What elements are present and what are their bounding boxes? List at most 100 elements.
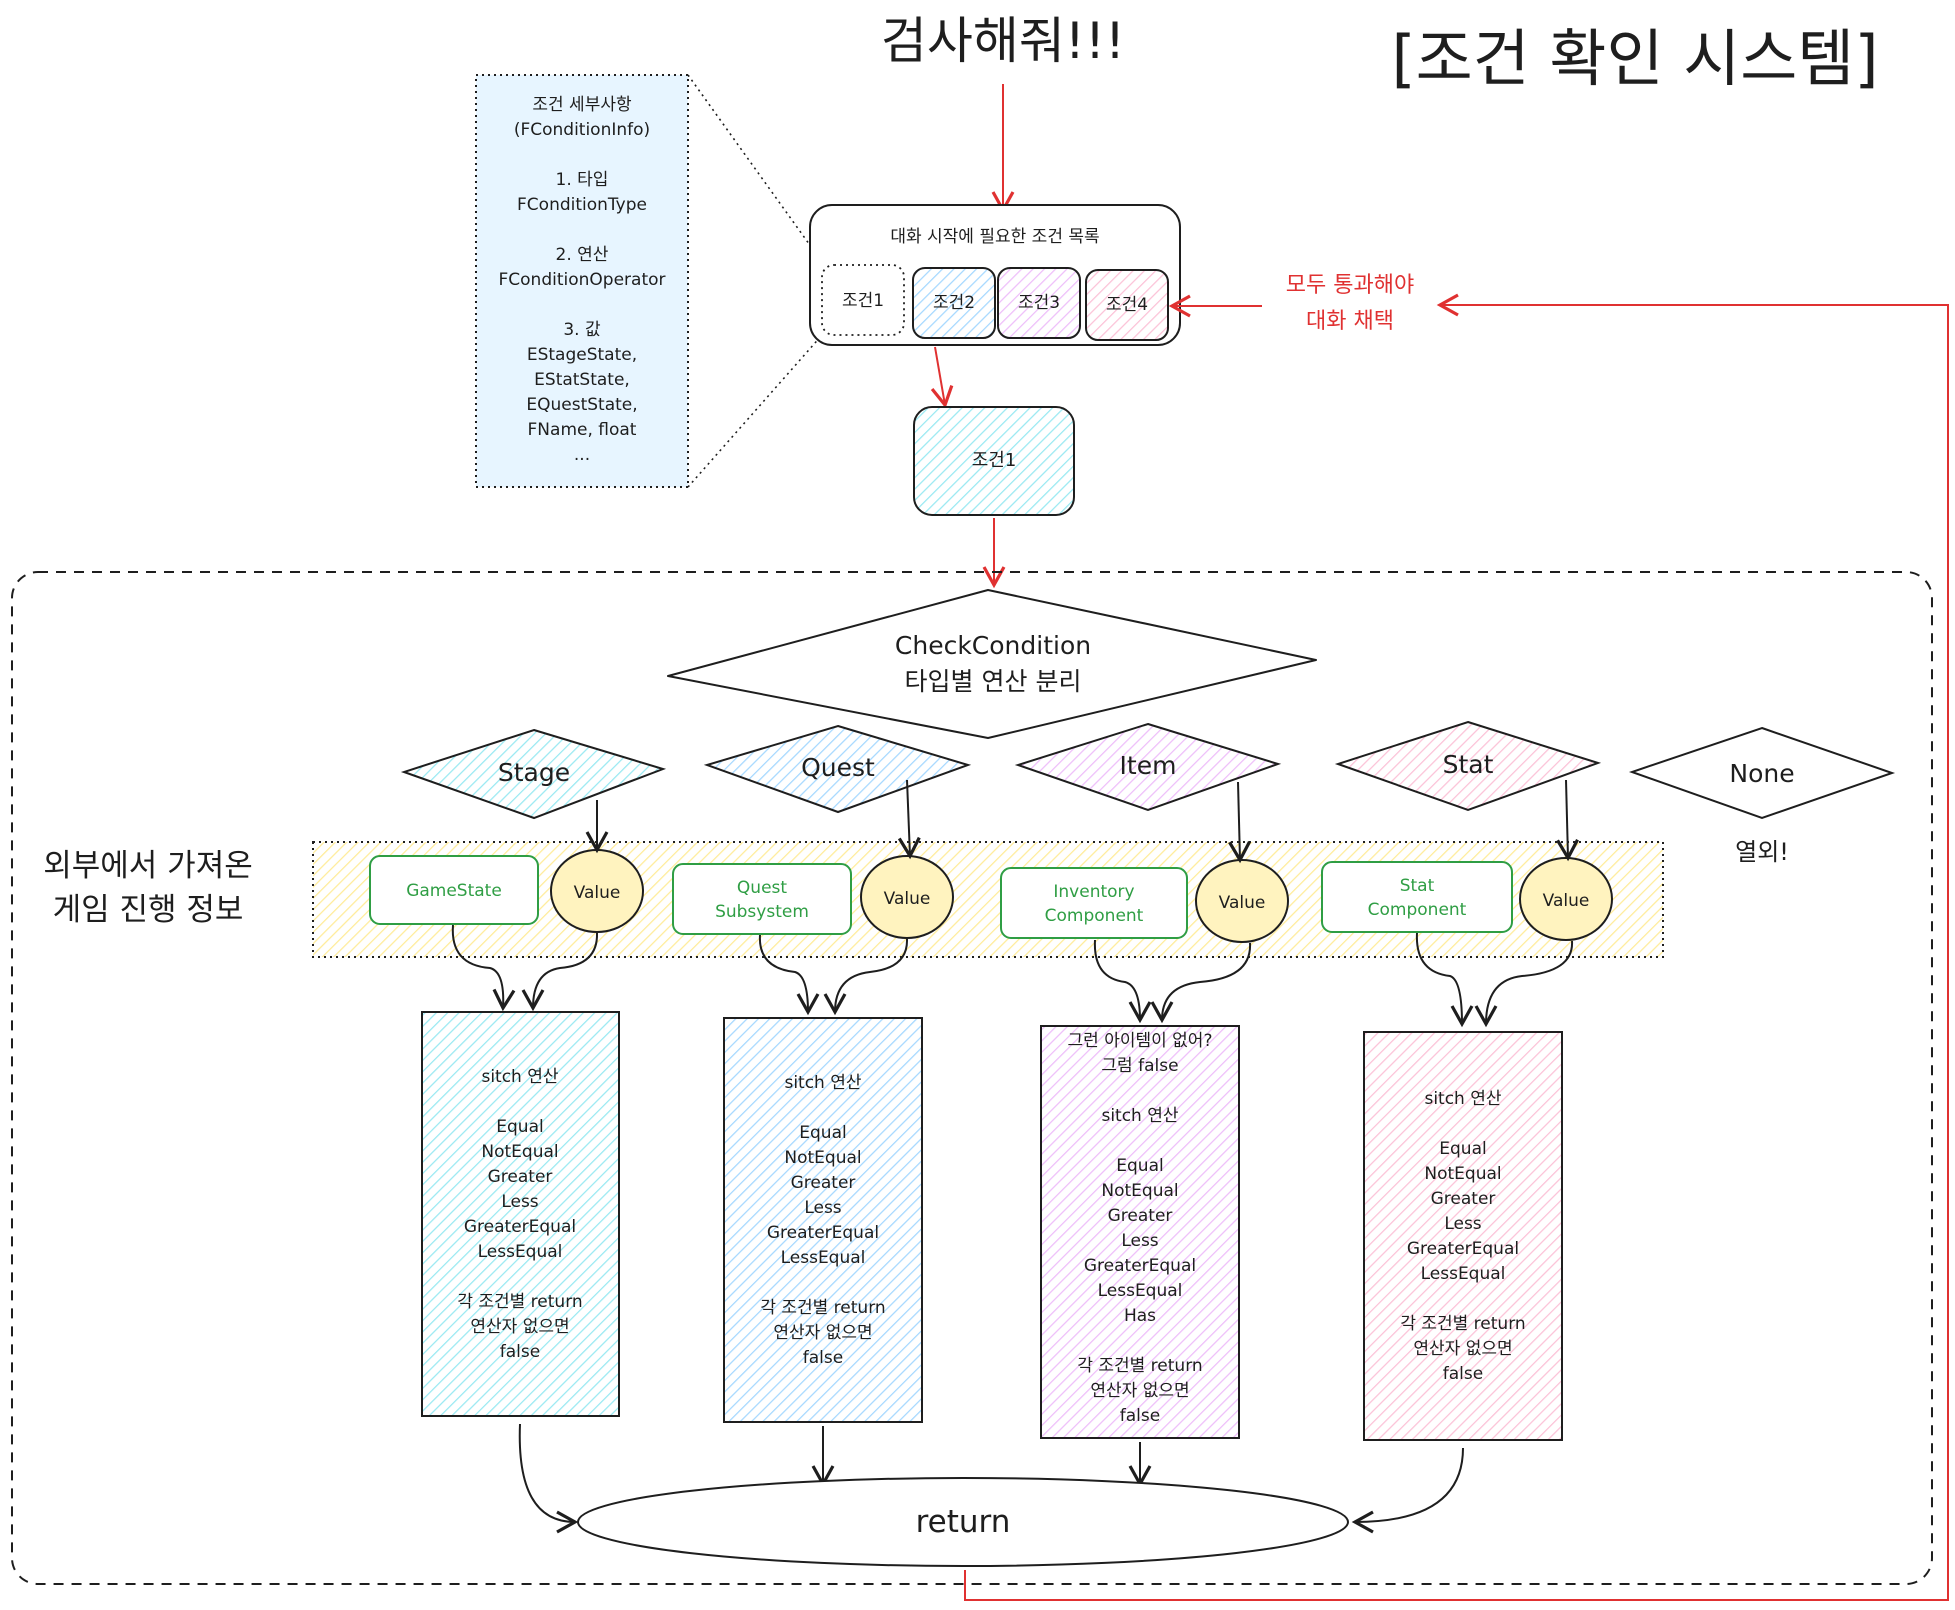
condition-info-line: 1. 타입 <box>556 170 609 190</box>
selected-condition-label: 조건1 <box>972 450 1017 471</box>
ops-line: GreaterEqual <box>464 1217 576 1237</box>
ops-line <box>517 1267 522 1287</box>
condition-info-line: FConditionType <box>517 195 647 215</box>
ops-line: 그런 아이템이 없어? <box>1068 1031 1213 1051</box>
ops-line: Greater <box>488 1167 553 1187</box>
source-inventory-component <box>1000 867 1188 939</box>
condition-info-line: FConditionOperator <box>499 270 666 290</box>
condition-info-line <box>579 220 584 240</box>
ops-line: false <box>1120 1406 1160 1426</box>
source-stat-component-label: Stat <box>1400 876 1435 896</box>
type-stage-label: Stage <box>498 758 570 787</box>
ops-line: false <box>803 1348 843 1368</box>
ops-line: 그럼 false <box>1101 1056 1178 1076</box>
ops-line: Equal <box>799 1123 846 1143</box>
check-condition-node[interactable] <box>667 589 1317 739</box>
condition-info-line: EStatState, <box>534 370 630 390</box>
ops-line: Greater <box>791 1173 856 1193</box>
arrow-item-value <box>1228 781 1251 864</box>
condition-item-3[interactable] <box>997 267 1081 339</box>
source-stat-component <box>1321 861 1513 933</box>
check-condition-subtitle: 타입별 연산 분리 <box>905 667 1082 696</box>
ops-line: Less <box>804 1198 841 1218</box>
condition-info-line <box>579 145 584 165</box>
condition-info-line: 3. 값 <box>563 320 601 340</box>
condition-info-line: EQuestState, <box>526 395 637 415</box>
ops-line: LessEqual <box>478 1242 563 1262</box>
ops-line: 각 조건별 return <box>760 1298 885 1318</box>
ops-line <box>1460 1114 1465 1134</box>
arrow-quest-value <box>897 779 921 860</box>
pass-note-line2: 대화 채택 <box>1306 309 1394 334</box>
diagram-title: [조건 확인 시스템] <box>1391 22 1878 95</box>
return-node[interactable] <box>577 1477 1349 1567</box>
check-condition-title: CheckCondition <box>895 631 1091 660</box>
selected-condition[interactable] <box>913 406 1075 516</box>
type-item[interactable] <box>1014 722 1282 812</box>
ops-line: LessEqual <box>1421 1264 1506 1284</box>
ops-line <box>820 1098 825 1118</box>
condition-list-title: 대화 시작에 필요한 조건 목록 <box>890 227 1099 247</box>
ops-line: GreaterEqual <box>1407 1239 1519 1259</box>
ops-line: 각 조건별 return <box>1400 1314 1525 1334</box>
ops-line: Greater <box>1108 1206 1173 1226</box>
condition-info-line: 조건 세부사항 <box>532 95 632 115</box>
type-stage[interactable] <box>400 728 667 820</box>
type-none[interactable] <box>1628 726 1896 820</box>
ops-line: Less <box>501 1192 538 1212</box>
type-none-label: None <box>1729 759 1794 788</box>
condition-item-2-label: 조건2 <box>933 293 975 313</box>
source-gamestate <box>369 855 539 925</box>
ops-line: NotEqual <box>481 1142 558 1162</box>
type-quest[interactable] <box>703 724 972 814</box>
value-label-stat: Value <box>1543 891 1590 911</box>
ops-line: 각 조건별 return <box>457 1292 582 1312</box>
ops-line <box>1137 1131 1142 1151</box>
condition-item-3-label: 조건3 <box>1018 293 1060 313</box>
external-info-line2: 게임 진행 정보 <box>53 892 244 928</box>
source-quest-subsystem-label: Subsystem <box>715 902 809 922</box>
ops-input-arrows <box>451 924 1574 1028</box>
ops-line: false <box>1443 1364 1483 1384</box>
value-label-quest: Value <box>884 889 931 909</box>
condition-info-line: (FConditionInfo) <box>514 120 650 140</box>
source-stat-component-label: Component <box>1368 900 1467 920</box>
ops-line: NotEqual <box>784 1148 861 1168</box>
ops-line: Equal <box>496 1117 543 1137</box>
external-info-line1: 외부에서 가져온 <box>43 848 253 884</box>
ops-line: LessEqual <box>781 1248 866 1268</box>
feedback-loop-arrow <box>964 293 1949 1601</box>
type-stat[interactable] <box>1334 720 1602 812</box>
ops-box-stat <box>1363 1031 1563 1441</box>
condition-item-4-label: 조건4 <box>1106 295 1148 315</box>
ops-line <box>820 1273 825 1293</box>
ops-line: 연산자 없으면 <box>470 1317 569 1337</box>
condition-list-box: 대화 시작에 필요한 조건 목록 조건1 조건2 조건3 조건4 <box>809 204 1181 346</box>
ops-box-quest <box>723 1017 923 1423</box>
condition-info-box: 조건 세부사항 (FConditionInfo) 1. 타입 FConditionT… <box>475 74 823 488</box>
ops-line: 연산자 없으면 <box>1413 1339 1512 1359</box>
ops-line: GreaterEqual <box>767 1223 879 1243</box>
condition-info-line: 2. 연산 <box>556 245 609 265</box>
ops-box-stage <box>421 1011 620 1417</box>
source-quest-subsystem <box>672 863 852 935</box>
condition-item-2[interactable] <box>912 267 996 339</box>
ops-line: Greater <box>1431 1189 1496 1209</box>
condition-item-4[interactable] <box>1085 269 1169 341</box>
condition-item-1[interactable] <box>821 264 905 336</box>
type-item-label: Item <box>1120 751 1177 780</box>
ops-line: false <box>500 1342 540 1362</box>
condition-info-text: 조건 세부사항 (FConditionInfo) 1. 타입 FConditionT… <box>499 95 666 465</box>
ops-line: 연산자 없으면 <box>773 1323 872 1343</box>
ops-line: sitch 연산 <box>481 1067 558 1087</box>
type-quest-label: Quest <box>801 753 875 782</box>
value-label-item: Value <box>1219 893 1266 913</box>
ops-line: sitch 연산 <box>1424 1089 1501 1109</box>
condition-info-line: FName, float <box>528 420 637 440</box>
ops-line: 연산자 없으면 <box>1090 1381 1189 1401</box>
ops-line <box>1137 1331 1142 1351</box>
source-inventory-component-label: Inventory <box>1053 882 1134 902</box>
